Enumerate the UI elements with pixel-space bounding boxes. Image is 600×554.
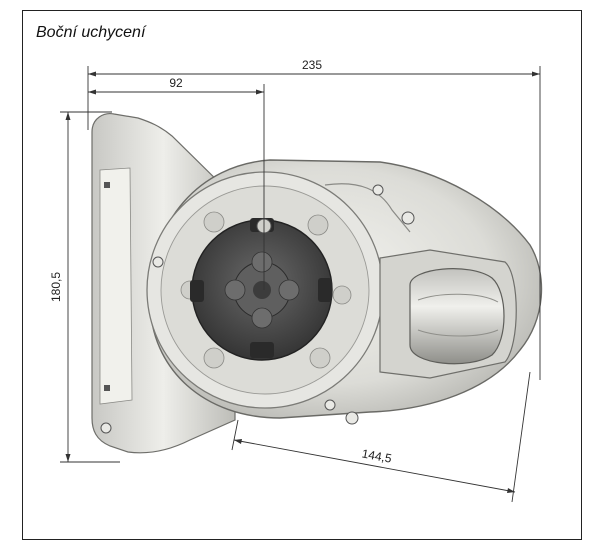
tension-wire <box>324 183 411 233</box>
drawing-title: Boční uchycení <box>36 24 146 41</box>
cover-pin-bottom <box>324 399 336 411</box>
cover-pin-bottom-2 <box>345 411 359 425</box>
hub-lobes <box>224 251 300 329</box>
cover-bosses <box>180 211 352 369</box>
bracket-inner-plate <box>99 167 133 405</box>
dim-label-180-5: 180,5 <box>49 272 63 302</box>
wire-pivot-1 <box>372 184 384 196</box>
bracket-screw-top <box>104 182 110 188</box>
dimension-lines <box>60 66 541 503</box>
cover-pin-left <box>152 256 164 268</box>
bracket-pin <box>100 422 112 434</box>
bracket-screw-bottom <box>104 385 110 391</box>
cylinder-groove-2 <box>417 329 499 337</box>
dimension-arrows <box>65 71 540 493</box>
cassette-body <box>91 113 543 454</box>
technical-drawing: 235 92 180,5 144,5 <box>49 58 543 503</box>
cylinder-groove-1 <box>417 293 499 303</box>
hinge-cylinder <box>409 268 505 365</box>
dim-line-144-5 <box>233 439 516 493</box>
dim-label-92: 92 <box>169 76 183 90</box>
dim-label-144-5: 144,5 <box>361 446 393 465</box>
dim-label-235: 235 <box>302 58 322 72</box>
ext-line-diag-2 <box>511 371 531 503</box>
hub-center <box>253 281 271 299</box>
ext-line-diag-1 <box>231 419 239 451</box>
wire-pivot-2 <box>401 211 415 225</box>
